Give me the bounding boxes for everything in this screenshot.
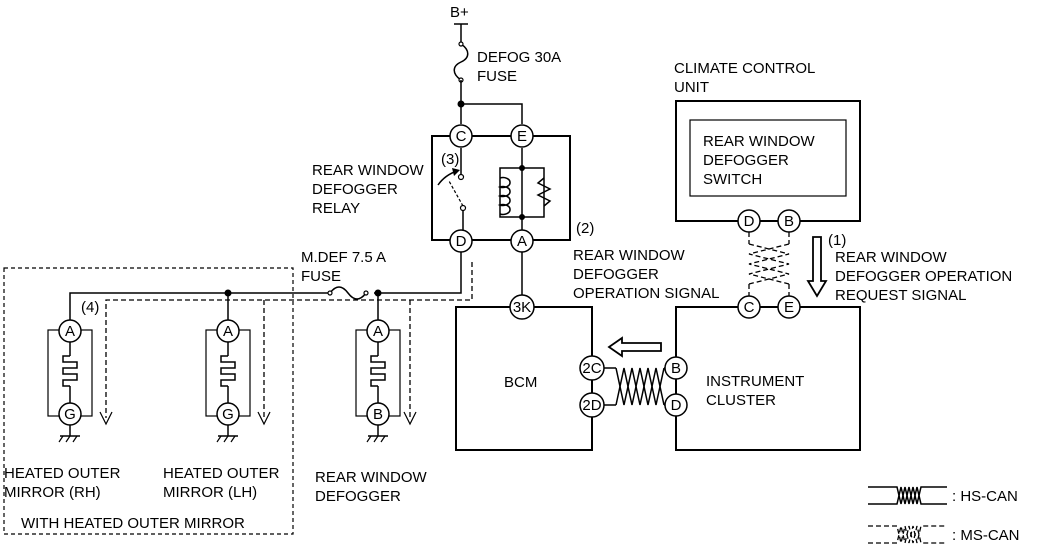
- rear-defogger-label-2: DEFOGGER: [315, 488, 401, 505]
- request-signal-label-3: REQUEST SIGNAL: [835, 287, 966, 304]
- svg-text:2C: 2C: [582, 360, 601, 377]
- svg-text:B: B: [373, 406, 383, 423]
- signal-arrow-to-bcm: [607, 336, 662, 358]
- defog-fuse-label-1: DEFOG 30A: [477, 49, 561, 66]
- legend-hs-can-label: : HS-CAN: [952, 488, 1018, 505]
- rear-window-defogger-element: A B REAR WINDOW DEFOGGER: [315, 319, 428, 505]
- switch-label-3: SWITCH: [703, 171, 762, 188]
- defog-30a-fuse: DEFOG 30A FUSE: [453, 41, 561, 85]
- svg-text:A: A: [373, 323, 383, 340]
- signal-arrow-down: [806, 236, 828, 298]
- mirror-rh-pin-a: A: [58, 319, 82, 343]
- svg-text:E: E: [784, 299, 794, 316]
- mirror-lh-label-2: MIRROR (LH): [163, 484, 257, 501]
- svg-text:B: B: [784, 213, 794, 230]
- ms-can-twisted-pair: [748, 232, 790, 296]
- request-signal-label-2: DEFOGGER OPERATION: [835, 268, 1012, 285]
- mirror-lh-pin-g: G: [216, 402, 240, 426]
- relay-pin-a: A: [510, 229, 534, 253]
- cluster-pin-c: C: [737, 295, 761, 319]
- bcm-pin-3k: 3K: [509, 294, 535, 320]
- cluster-pin-b: B: [664, 356, 688, 380]
- rear-window-defogger-switch: REAR WINDOW DEFOGGER SWITCH: [689, 119, 847, 197]
- hs-can-twisted-pair: [604, 367, 676, 406]
- svg-text:3K: 3K: [513, 299, 531, 316]
- relay-label-3: RELAY: [312, 200, 360, 217]
- operation-signal-label-2: DEFOGGER: [573, 266, 659, 283]
- cluster-pin-d: D: [664, 393, 688, 417]
- svg-text:G: G: [64, 406, 76, 423]
- svg-text:E: E: [517, 128, 527, 145]
- rear-defogger-pin-a: A: [366, 319, 390, 343]
- step-1-label: (1): [828, 232, 846, 249]
- legend-ms-can: : MS-CAN: [868, 525, 1020, 544]
- relay-pin-c: C: [449, 124, 473, 148]
- mirror-lh-label-1: HEATED OUTER: [163, 465, 280, 482]
- instrument-cluster-module: INSTRUMENT CLUSTER B D C E: [664, 295, 861, 451]
- battery-supply: B+: [450, 4, 469, 44]
- svg-text:C: C: [744, 299, 755, 316]
- b-plus-label: B+: [450, 4, 469, 21]
- defog-fuse-label-2: FUSE: [477, 68, 517, 85]
- heated-mirror-lh: A G HEATED OUTER MIRROR (LH): [163, 319, 280, 501]
- bcm-pin-2d: 2D: [579, 392, 605, 418]
- svg-text:D: D: [671, 397, 682, 414]
- bcm-module: BCM 3K 2C 2D: [455, 294, 605, 451]
- svg-text:A: A: [65, 323, 75, 340]
- relay-pin-e: E: [510, 124, 534, 148]
- step-4-label: (4): [81, 299, 99, 316]
- relay-label-1: REAR WINDOW: [312, 162, 425, 179]
- m-def-7-5a-fuse: M.DEF 7.5 A FUSE: [301, 249, 386, 300]
- heated-mirror-region: WITH HEATED OUTER MIRROR: [3, 267, 294, 535]
- climate-unit-label-1: CLIMATE CONTROL: [674, 60, 815, 77]
- svg-text:A: A: [223, 323, 233, 340]
- operation-signal-label-1: REAR WINDOW: [573, 247, 686, 264]
- mdef-fuse-label-1: M.DEF 7.5 A: [301, 249, 386, 266]
- svg-text:B: B: [671, 360, 681, 377]
- climate-control-unit: REAR WINDOW DEFOGGER SWITCH D B: [675, 100, 861, 233]
- mirror-rh-pin-g: G: [58, 402, 82, 426]
- climate-pin-b: B: [777, 209, 801, 233]
- svg-text:A: A: [517, 233, 527, 250]
- svg-text:D: D: [456, 233, 467, 250]
- legend-ms-can-label: : MS-CAN: [952, 527, 1020, 544]
- climate-pin-d: D: [737, 209, 761, 233]
- bcm-label: BCM: [504, 374, 537, 391]
- switch-label-2: DEFOGGER: [703, 152, 789, 169]
- mirror-lh-pin-a: A: [216, 319, 240, 343]
- with-mirror-label: WITH HEATED OUTER MIRROR: [21, 515, 245, 532]
- cluster-label-1: INSTRUMENT: [706, 373, 804, 390]
- request-signal-label-1: REAR WINDOW: [835, 249, 948, 266]
- legend-hs-can: : HS-CAN: [868, 486, 1018, 505]
- mdef-fuse-label-2: FUSE: [301, 268, 341, 285]
- heated-mirror-rh: A G HEATED OUTER MIRROR (RH): [4, 319, 121, 501]
- relay-pin-d: D: [449, 229, 473, 253]
- rear-defogger-pin-b: B: [366, 402, 390, 426]
- climate-unit-label-2: UNIT: [674, 79, 709, 96]
- rear-window-defogger-relay: (3) C E D A: [431, 124, 571, 253]
- step-2-label: (2): [576, 220, 594, 237]
- cluster-label-2: CLUSTER: [706, 392, 776, 409]
- svg-text:D: D: [744, 213, 755, 230]
- bcm-pin-2c: 2C: [579, 355, 605, 381]
- switch-label-1: REAR WINDOW: [703, 133, 816, 150]
- step-3-label: (3): [441, 151, 459, 168]
- cluster-pin-e: E: [777, 295, 801, 319]
- svg-text:C: C: [456, 128, 467, 145]
- svg-text:G: G: [222, 406, 234, 423]
- current-flow-path: (4): [81, 262, 473, 426]
- relay-label-2: DEFOGGER: [312, 181, 398, 198]
- operation-signal-label-3: OPERATION SIGNAL: [573, 285, 719, 302]
- rear-defogger-label-1: REAR WINDOW: [315, 469, 428, 486]
- svg-text:2D: 2D: [582, 397, 601, 414]
- mirror-rh-label-2: MIRROR (RH): [4, 484, 101, 501]
- mirror-rh-label-1: HEATED OUTER: [4, 465, 121, 482]
